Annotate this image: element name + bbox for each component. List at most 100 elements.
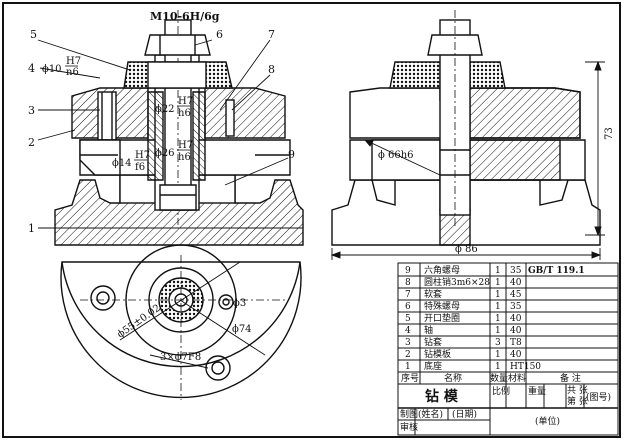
dim-73 — [585, 60, 605, 237]
part-number-8: 8 — [268, 63, 275, 76]
leaders — [37, 39, 289, 229]
top-view — [60, 244, 302, 400]
bom-cell-mat: 35 — [510, 266, 522, 276]
bom-cell-name: 轴 — [424, 324, 433, 336]
bom-header-no: 序号 — [401, 372, 419, 384]
svg-text:ϕ26: ϕ26 — [155, 148, 175, 159]
bom-cell-mat: 35 — [510, 302, 522, 312]
part-number-3: 3 — [28, 104, 35, 117]
unit-label: (单位) — [535, 415, 560, 427]
part-number-9: 9 — [288, 148, 295, 161]
dim-66 — [363, 139, 441, 176]
total-sheets-label: 共 张 — [567, 385, 588, 396]
bom-cell-qty: 1 — [495, 302, 501, 312]
part-number-5: 5 — [30, 28, 37, 41]
bom-cell-mat: 45 — [510, 290, 522, 300]
part-number-2: 2 — [28, 136, 35, 149]
svg-text:n6: n6 — [66, 67, 79, 78]
fit-10: ϕ10 H7 n6 — [42, 56, 81, 78]
svg-text:H7: H7 — [66, 56, 81, 67]
part-number-7: 7 — [268, 28, 275, 41]
bom-row: 3 钻套 3 T8 — [405, 336, 522, 348]
top-view-dims — [119, 261, 266, 369]
bom-row: 1 底座 1 HT150 — [405, 360, 541, 372]
part-number-1: 1 — [28, 222, 35, 235]
bom-cell-qty: 1 — [495, 266, 501, 276]
side-view — [331, 10, 601, 246]
bom-cell-mat: 40 — [510, 278, 522, 288]
bom-table — [397, 262, 619, 436]
bom-cell-note: GB/T 119.1 — [528, 266, 585, 276]
bom-cell-no: 7 — [405, 290, 411, 300]
bom-cell-qty: 3 — [495, 338, 501, 348]
sheet-label: 第 张 — [567, 395, 588, 407]
bom-cell-name: 圆柱销3m6×28 — [424, 276, 490, 288]
bom-header-mat: 材料 — [508, 372, 526, 384]
fit-14: ϕ14 H7 f6 — [112, 150, 150, 173]
bom-header-name: 名称 — [444, 372, 462, 384]
bom-cell-no: 1 — [405, 362, 411, 372]
checker-label: 审核 — [400, 421, 418, 433]
bom-header-note: 备 注 — [560, 372, 581, 384]
weight-label: 重量 — [528, 385, 546, 397]
date-placeholder: (日期) — [452, 409, 477, 420]
bom-cell-no: 6 — [405, 302, 411, 312]
bom-cell-qty: 1 — [495, 278, 501, 288]
bom-cell-qty: 1 — [495, 362, 501, 372]
bom-cell-no: 8 — [405, 278, 411, 288]
dim-66-label: ϕ 66h6 — [378, 150, 414, 161]
bom-cell-name: 钻模板 — [424, 348, 451, 360]
bom-cell-qty: 1 — [495, 290, 501, 300]
bom-row: 6 特殊螺母 1 35 — [405, 300, 522, 312]
bom-cell-no: 5 — [405, 314, 411, 324]
svg-text:H7: H7 — [178, 96, 193, 107]
bom-cell-qty: 1 — [495, 326, 501, 336]
fit-22: ϕ22 H7 h6 — [155, 96, 193, 119]
bom-row: 4 轴 1 40 — [405, 324, 522, 336]
bom-cell-name: 特殊螺母 — [424, 300, 460, 312]
drawing-no: (图号) — [586, 392, 611, 403]
dim-74-label: ϕ74 — [232, 324, 252, 335]
dim-86-label: ϕ 86 — [455, 244, 478, 255]
bom-cell-name: 六角螺母 — [424, 264, 460, 276]
part-number-4: 4 — [28, 62, 35, 75]
svg-text:ϕ14: ϕ14 — [112, 158, 132, 169]
name-placeholder: (姓名) — [418, 408, 443, 420]
dim-73-label: 73 — [604, 127, 615, 140]
bom-cell-name: 钻套 — [424, 336, 442, 348]
bom-cell-mat: HT150 — [510, 362, 541, 372]
svg-text:ϕ10: ϕ10 — [42, 64, 62, 75]
svg-text:h6: h6 — [178, 152, 191, 163]
holes-label: 3×ϕ7F8 — [160, 352, 201, 363]
bom-cell-no: 2 — [405, 350, 411, 360]
svg-text:f6: f6 — [135, 162, 145, 173]
thread-label: M10-6H/6g — [150, 10, 220, 23]
bom-cell-no: 3 — [405, 338, 411, 348]
bom-cell-no: 9 — [405, 266, 411, 276]
bom-cell-name: 底座 — [424, 360, 442, 372]
bom-cell-qty: 1 — [495, 350, 501, 360]
bom-cell-mat: T8 — [510, 338, 522, 348]
bom-row: 2 钻模板 1 40 — [405, 348, 522, 360]
dim-3-label: ϕ3 — [233, 298, 246, 309]
bom-row: 9 六角螺母 1 35 GB/T 119.1 — [405, 264, 585, 276]
svg-text:H7: H7 — [135, 150, 150, 161]
bom-header-qty: 数量 — [490, 372, 508, 384]
bom-row: 8 圆柱销3m6×28 1 40 — [405, 276, 522, 288]
drafter-label: 制图 — [400, 408, 418, 420]
drawing-title: 钻 模 — [425, 388, 459, 405]
bom-cell-no: 4 — [405, 326, 411, 336]
bom-cell-name: 软套 — [424, 288, 442, 300]
bom-cell-mat: 40 — [510, 326, 522, 336]
part-number-6: 6 — [216, 28, 223, 41]
bom-row: 7 软套 1 45 — [405, 288, 522, 300]
scale-label: 比例 — [492, 385, 510, 397]
bom-cell-mat: 40 — [510, 350, 522, 360]
svg-text:H7: H7 — [178, 140, 193, 151]
bom-cell-mat: 40 — [510, 314, 522, 324]
fit-26: ϕ26 H7 h6 — [155, 140, 193, 163]
